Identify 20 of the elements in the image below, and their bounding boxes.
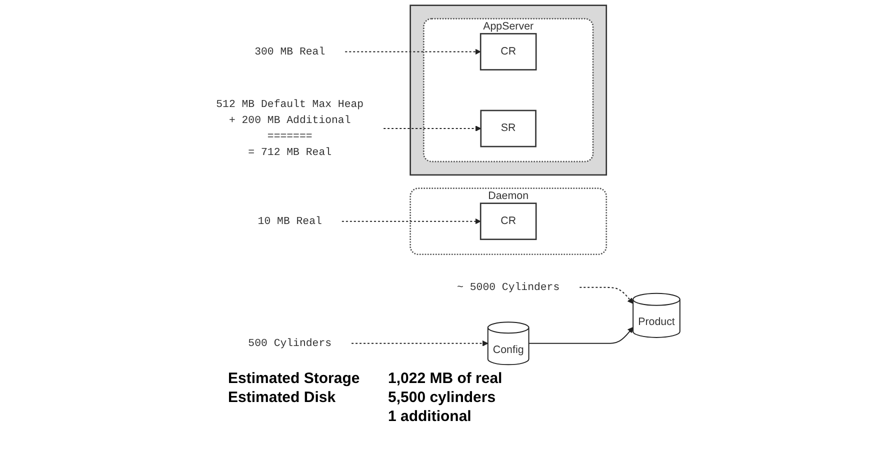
node-box: CR xyxy=(480,33,537,70)
node-text: 300 MB Real xyxy=(254,46,326,58)
table-text: 1 additional xyxy=(388,408,472,425)
table-text: Estimated Storage xyxy=(228,370,361,387)
arrow xyxy=(341,218,481,224)
arrow xyxy=(383,126,482,132)
cluster xyxy=(410,4,608,176)
node-text: ~ 5000 Cylinders xyxy=(457,281,560,294)
table-text: Estimated Disk xyxy=(228,389,337,406)
node-text: 500 Cylinders xyxy=(248,337,332,350)
table-text: 5,500 cylinders xyxy=(388,389,497,406)
arrow xyxy=(579,286,634,304)
node-box: SR xyxy=(480,110,536,148)
arrow xyxy=(528,326,634,344)
node-text: 512 MB Default Max Heap + 200 MB Additional ======= = 712 MB Real xyxy=(216,98,364,159)
node-text: 10 MB Real xyxy=(258,215,322,228)
node-box: CR xyxy=(480,202,537,240)
arrow xyxy=(351,340,488,346)
table-text: 1,022 MB of real xyxy=(388,370,504,387)
arrow xyxy=(344,48,481,55)
